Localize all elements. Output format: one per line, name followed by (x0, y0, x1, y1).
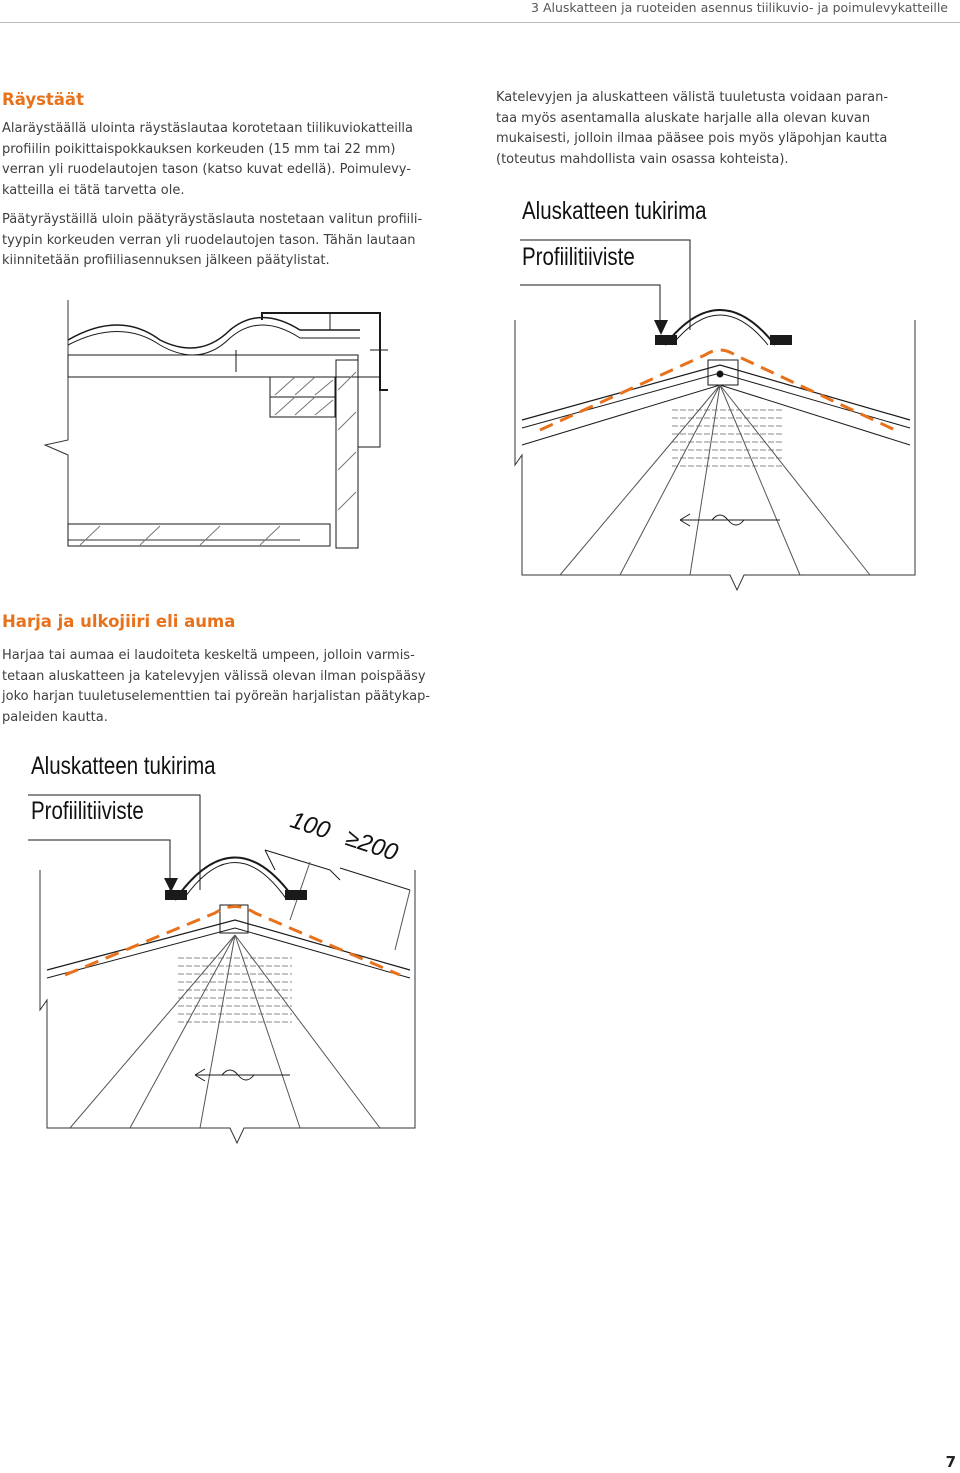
text-line: katteilla ei tätä tarvetta ole. (2, 182, 185, 198)
text-line: taa myös asentamalla aluskate harjalle a… (496, 110, 871, 126)
text-line: kiinnitetään profiiliasennuksen jälkeen … (2, 253, 330, 268)
heading-harja: Harja ja ulkojiiri eli auma (2, 612, 236, 631)
text-line: tyypin korkeuden verran yli ruodelautoje… (2, 232, 416, 248)
paragraph-raystaat-2: Päätyräystäillä uloin päätyräystäslauta … (2, 210, 452, 272)
running-header: 3 Aluskatteen ja ruoteiden asennus tiili… (0, 0, 960, 23)
paragraph-ventilation: Katelevyjen ja aluskatteen välistä tuule… (496, 88, 956, 170)
text-line: profiilin poikittaispokkauksen korkeuden… (2, 141, 396, 157)
label-profile-seal-bottom: Profiilitiiviste (31, 797, 144, 825)
page-number: 7 (945, 1453, 956, 1471)
label-profile-seal-top: Profiilitiiviste (522, 243, 635, 271)
text-line: tetaan aluskatteen ja katelevyjen väliss… (2, 668, 426, 684)
text-line: joko harjan tuuletuselementtien tai pyör… (2, 689, 431, 704)
text-line: (toteutus mahdollista vain osassa kohtei… (496, 151, 789, 167)
label-support-batten-top: Aluskatteen tukirima (522, 197, 707, 225)
label-support-batten-bottom: Aluskatteen tukirima (31, 752, 216, 780)
paragraph-harja: Harjaa tai aumaa ei laudoiteta keskeltä … (2, 646, 462, 728)
text-line: verran yli ruodelautojen tason (katso ku… (2, 162, 411, 177)
text-line: mukaisesti, jolloin ilmaa pääsee pois my… (496, 131, 888, 146)
text-line: Katelevyjen ja aluskatteen välistä tuule… (496, 90, 889, 105)
chapter-title: 3 Aluskatteen ja ruoteiden asennus tiili… (531, 0, 948, 15)
text-line: Harjaa tai aumaa ei laudoiteta keskeltä … (2, 648, 415, 663)
heading-raystaat: Räystäät (2, 90, 84, 109)
paragraph-raystaat-1: Alaräystäällä ulointa räystäslautaa koro… (2, 119, 452, 201)
text-line: Päätyräystäillä uloin päätyräystäslauta … (2, 212, 423, 227)
text-line: paleiden kautta. (2, 709, 108, 725)
text-line: Alaräystäällä ulointa räystäslautaa koro… (2, 121, 414, 136)
